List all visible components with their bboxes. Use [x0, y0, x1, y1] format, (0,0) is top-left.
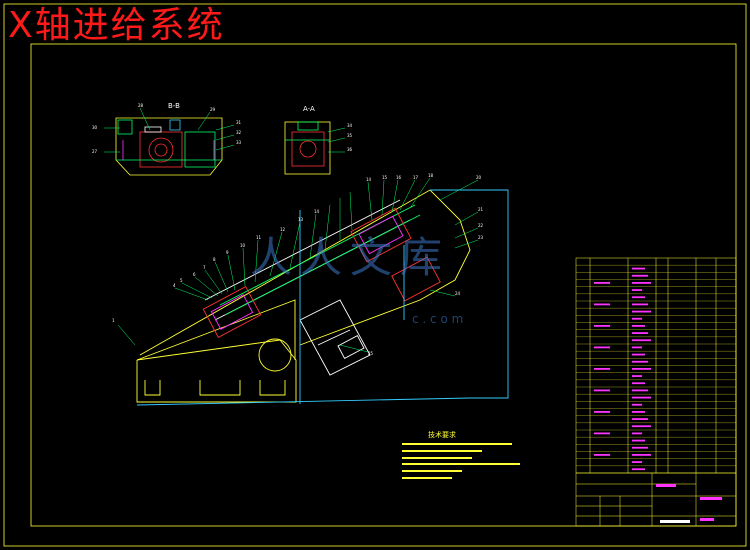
svg-text:31: 31: [236, 120, 242, 125]
bom-cell-mark: [632, 432, 642, 435]
svg-text:32: 32: [236, 130, 242, 135]
svg-text:6: 6: [193, 272, 196, 277]
watermark-text: 人人文库: [250, 233, 451, 282]
svg-text:23: 23: [478, 235, 484, 240]
bom-cell-mark: [594, 411, 610, 413]
svg-text:13: 13: [298, 217, 304, 222]
section-bb-leaders: [104, 107, 235, 153]
bom-cell-mark: [632, 289, 642, 291]
svg-text:20: 20: [476, 175, 482, 180]
bom-cell-mark: [594, 432, 610, 435]
bom-cell-mark: [632, 418, 648, 420]
section-aa-leaders: [327, 127, 346, 153]
svg-text:10: 10: [240, 243, 246, 248]
svg-text:9: 9: [226, 250, 229, 255]
svg-text:24: 24: [455, 291, 461, 296]
bom-cell-mark: [632, 346, 642, 349]
svg-text:14: 14: [314, 209, 320, 214]
bom-cell-mark: [632, 446, 648, 449]
bom-cell-mark: [632, 339, 651, 342]
bom-cell-mark: [632, 332, 648, 334]
svg-text:14: 14: [366, 177, 372, 182]
bom-cell-mark: [594, 389, 610, 392]
bom-cell-mark: [632, 389, 648, 392]
bom-cell-mark: [594, 325, 610, 327]
tech-requirements-title: 技术要求: [428, 431, 456, 439]
main-assembly: [136, 189, 509, 406]
svg-text:12: 12: [280, 227, 286, 232]
title-block-text: [656, 484, 722, 523]
bom-cell-mark: [632, 368, 651, 370]
svg-text:16: 16: [396, 175, 402, 180]
bom-cell-mark: [632, 282, 651, 284]
bom-cell-mark: [632, 310, 651, 313]
svg-text:22: 22: [478, 223, 484, 228]
bom-cell-mark: [632, 274, 648, 277]
bom-cell-mark: [632, 360, 648, 363]
bom-cell-mark: [632, 396, 651, 399]
bom-cell-mark: [632, 375, 642, 377]
bom-cell-mark: [632, 403, 642, 406]
svg-text:11: 11: [256, 235, 262, 240]
svg-text:36: 36: [347, 147, 353, 152]
svg-text:17: 17: [413, 175, 419, 180]
svg-text:29: 29: [210, 107, 216, 112]
bom-cell-mark: [632, 382, 645, 385]
main-leaders: [117, 177, 479, 353]
outer-frame: [3, 3, 747, 547]
svg-text:18: 18: [428, 173, 434, 178]
svg-text:8: 8: [213, 257, 216, 262]
svg-text:1: 1: [112, 318, 115, 323]
bom-cell-mark: [632, 411, 645, 413]
bom-cell-mark: [632, 267, 645, 270]
svg-text:28: 28: [138, 103, 144, 108]
svg-text:34: 34: [347, 123, 353, 128]
bom-cell-mark: [594, 346, 610, 349]
bom-cell-mark: [594, 303, 610, 306]
bom-cell-mark: [594, 368, 610, 370]
svg-text:15: 15: [382, 175, 388, 180]
bom-cell-mark: [632, 296, 645, 299]
section-bb-label: B-B: [168, 102, 180, 110]
bom-cell-mark: [632, 317, 642, 320]
watermark-url: c . c o m: [412, 312, 464, 326]
bom-cell-mark: [632, 303, 648, 306]
bom-cell-mark: [632, 439, 645, 442]
drawing-title: X轴进给系统: [8, 5, 225, 46]
svg-text:27: 27: [92, 149, 98, 154]
section-bb-view: [115, 117, 223, 176]
bom-rows: [576, 265, 736, 471]
bom-cell-mark: [594, 454, 610, 456]
bom-cell-mark: [594, 282, 610, 284]
bom-cell-mark: [632, 425, 651, 428]
svg-text:4: 4: [173, 283, 176, 288]
svg-text:5: 5: [180, 278, 183, 283]
inner-frame: [30, 43, 737, 527]
svg-text:30: 30: [92, 125, 98, 130]
bom-cell-mark: [632, 325, 645, 327]
svg-text:25: 25: [368, 351, 374, 356]
bom-cell-mark: [632, 454, 651, 456]
svg-text:21: 21: [478, 207, 484, 212]
bom-cell-mark: [632, 468, 645, 471]
section-aa-view: [284, 121, 331, 175]
section-aa-label: A-A: [303, 105, 315, 113]
bom-cell-mark: [632, 461, 642, 463]
bom-cell-mark: [632, 353, 645, 356]
svg-text:35: 35: [347, 133, 353, 138]
svg-text:33: 33: [236, 140, 242, 145]
svg-text:7: 7: [203, 265, 206, 270]
